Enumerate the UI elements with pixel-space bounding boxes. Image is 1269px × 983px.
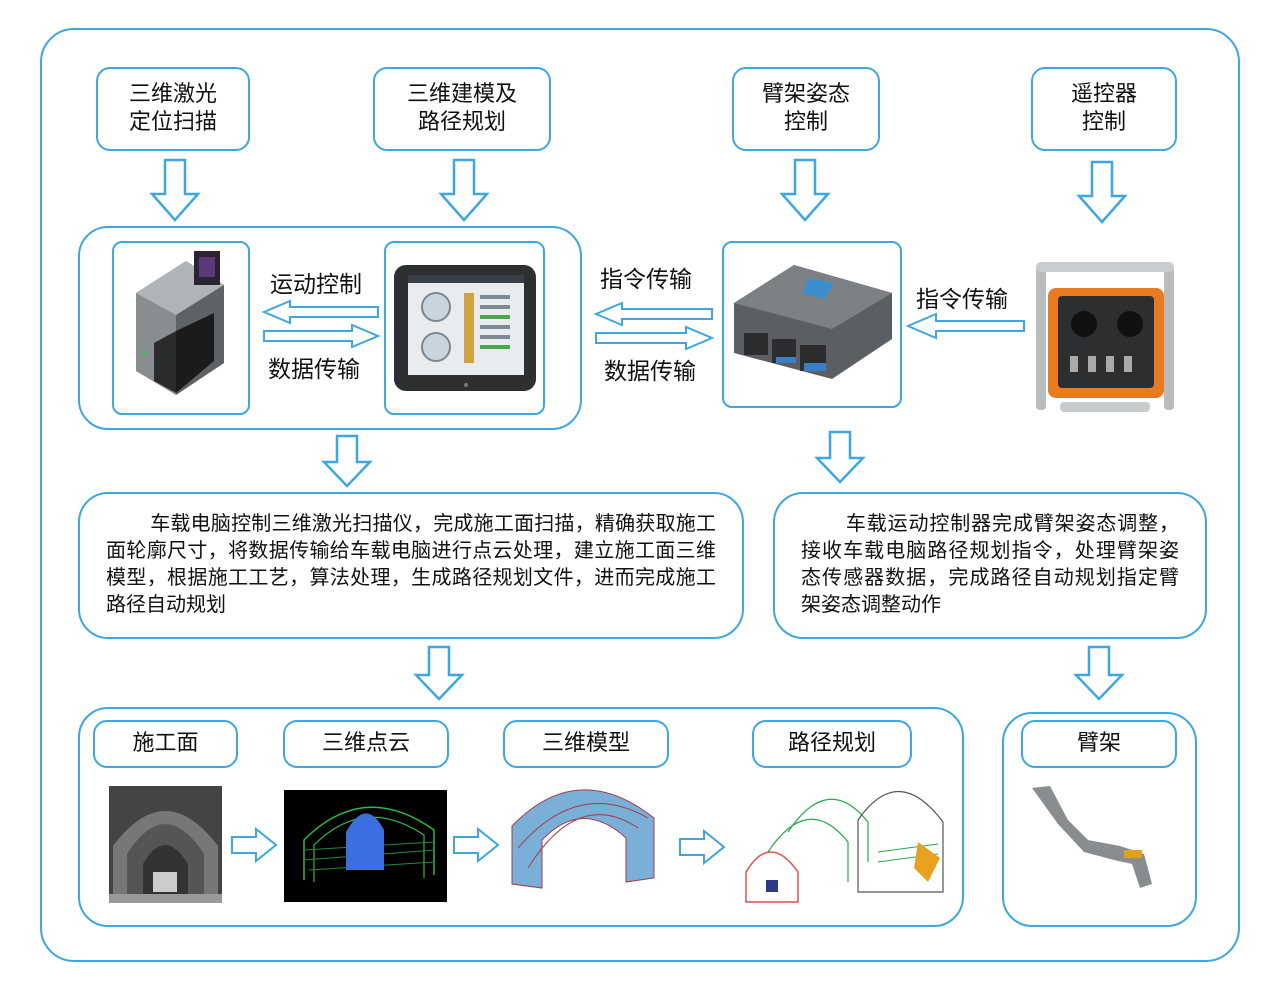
down-arrow-7 bbox=[413, 645, 465, 701]
3d-model-image bbox=[511, 789, 655, 889]
remote-box-line1: 遥控器 bbox=[1070, 82, 1137, 107]
motion-controller-image bbox=[734, 265, 892, 379]
stage1-text: 施工面 bbox=[132, 731, 199, 756]
down-arrow-2 bbox=[438, 158, 490, 222]
command-transfer-label-mid: 指令传输 bbox=[600, 267, 692, 293]
down-arrow-4 bbox=[1076, 160, 1128, 224]
stage-path-planning-label: 路径规划 bbox=[752, 720, 912, 768]
arm-attitude-control-box: 臂架姿态控制 bbox=[732, 67, 880, 151]
motion-controller-image-box bbox=[722, 241, 902, 408]
down-arrow-6 bbox=[814, 430, 866, 484]
vehicle-computer-image-box bbox=[384, 241, 545, 415]
stage-point-cloud-label: 三维点云 bbox=[283, 720, 449, 768]
tunnel-face-photo bbox=[109, 786, 222, 903]
right-arrow-stage3 bbox=[679, 828, 726, 866]
stage2-text: 三维点云 bbox=[321, 731, 410, 756]
vehicle-computer-image bbox=[394, 265, 536, 391]
right-arrow-data-mid bbox=[595, 325, 715, 351]
laser-positioning-scan-box: 三维激光定位扫描 bbox=[96, 67, 250, 151]
arm-attitude-line1: 臂架姿态 bbox=[761, 82, 850, 107]
laser-scanner-image-box bbox=[112, 241, 250, 415]
arm-attitude-line2: 控制 bbox=[783, 110, 828, 135]
left-description-text: 车载电脑控制三维激光扫描仪，完成施工面扫描，精确获取施工面轮廓尺寸，将数据传输给… bbox=[106, 511, 716, 616]
right-description-box: 车载运动控制器完成臂架姿态调整，接收车载电脑路径规划指令，处理臂架姿态传感器数据… bbox=[773, 492, 1207, 639]
data-transfer-label-mid: 数据传输 bbox=[604, 359, 696, 385]
stage3-text: 三维模型 bbox=[541, 731, 630, 756]
down-arrow-8 bbox=[1073, 645, 1125, 701]
remote-control-box: 遥控器控制 bbox=[1031, 67, 1177, 151]
left-description-box: 车载电脑控制三维激光扫描仪，完成施工面扫描，精确获取施工面轮廓尺寸，将数据传输给… bbox=[78, 492, 744, 639]
path-planning-image bbox=[745, 790, 944, 903]
command-transfer-label-right: 指令传输 bbox=[916, 287, 1008, 313]
right-arrow-stage1 bbox=[231, 826, 278, 864]
left-arrow-motion bbox=[261, 299, 379, 325]
left-arrow-remote bbox=[905, 312, 1025, 340]
down-arrow-1 bbox=[149, 158, 201, 222]
modeling-box-line2: 路径规划 bbox=[417, 110, 506, 135]
laser-box-line1: 三维激光 bbox=[128, 82, 217, 107]
point-cloud-image bbox=[284, 790, 447, 902]
boom-arm-image bbox=[1032, 786, 1152, 888]
left-arrow-command bbox=[593, 301, 713, 327]
right-description-text: 车载运动控制器完成臂架姿态调整，接收车载电脑路径规划指令，处理臂架姿态传感器数据… bbox=[801, 511, 1179, 616]
data-transfer-label-left: 数据传输 bbox=[268, 357, 360, 383]
stage4-text: 路径规划 bbox=[787, 731, 876, 756]
right-arrow-data bbox=[263, 323, 381, 349]
modeling-box-line1: 三维建模及 bbox=[406, 82, 517, 107]
arm-label-box: 臂架 bbox=[1021, 720, 1177, 768]
remote-box-line2: 控制 bbox=[1081, 110, 1126, 135]
modeling-path-planning-box: 三维建模及路径规划 bbox=[373, 67, 551, 151]
stage-construction-face-label: 施工面 bbox=[93, 720, 238, 768]
right-arrow-stage2 bbox=[453, 826, 500, 864]
stage-3d-model-label: 三维模型 bbox=[503, 720, 669, 768]
laser-scanner-image bbox=[136, 251, 224, 395]
down-arrow-3 bbox=[779, 158, 831, 222]
motion-control-label: 运动控制 bbox=[270, 272, 362, 298]
down-arrow-5 bbox=[321, 434, 373, 488]
remote-controller-image bbox=[1036, 262, 1174, 412]
arm-text: 臂架 bbox=[1076, 731, 1121, 756]
laser-box-line2: 定位扫描 bbox=[128, 110, 217, 135]
